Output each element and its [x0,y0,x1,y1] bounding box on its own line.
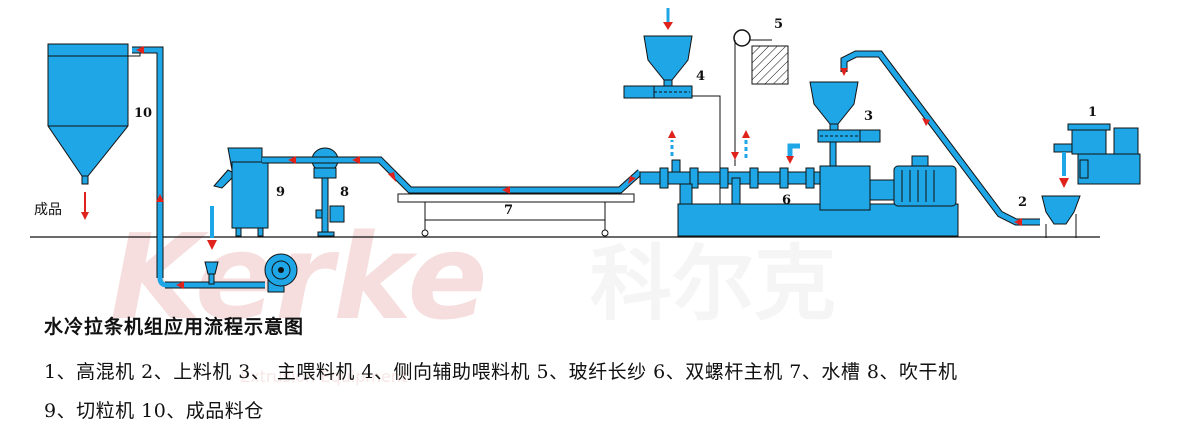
strand-line [262,156,643,194]
caption-title: 水冷拉条机组应用流程示意图 [44,316,305,338]
loader-arrow-2 [922,118,930,126]
label-8: 8 [340,185,349,200]
vent-arrow-1 [668,130,676,138]
strand-arrow-1 [288,156,296,164]
loader-arrow-1 [840,68,848,76]
label-7: 7 [504,203,513,218]
strand-arrow-5 [628,176,636,184]
loader-hopper [1041,195,1081,238]
label-2: 2 [1018,195,1027,210]
caption-legend-line-2: 9、切粒机 10、成品料仓 [44,400,264,422]
label-6: 6 [782,193,791,208]
label-9: 9 [276,185,285,200]
silo-pipe-arrow-3 [176,281,184,289]
label-4: 4 [696,69,705,84]
twin-screw-extruder [639,155,959,237]
label-1: 1 [1088,105,1097,120]
vent-arrow-2 [742,130,750,138]
watermark-cjk: 科尔克 [590,237,836,332]
pelletizer [213,147,269,237]
side-port-arrow [786,156,794,164]
pellet-hopper-small [204,261,219,285]
mixer-out-arrow [1059,178,1069,188]
glass-fibre-roving [733,29,789,166]
side-feeder [623,35,740,205]
caption-legend-line-1: 1、高混机 2、上料机 3、 主喂料机 4、侧向辅助喂料机 5、玻纤长纱 6、双… [44,361,958,383]
label-5: 5 [774,17,783,32]
silo-pipe-arrow-1 [136,46,144,54]
label-10: 10 [134,106,152,121]
fibre-arrow [731,152,739,160]
silo-pipe-arrow-2 [156,194,164,202]
strand-arrow-4 [502,186,510,194]
side-port-pipe [787,143,800,160]
water-trough [397,193,635,237]
watermark-sub: Extrusion Equipment [240,367,407,386]
cutter-drop-arrow [207,240,217,250]
loader-arrow-3 [1014,218,1022,226]
high-speed-mixer [1053,123,1141,185]
main-feeder [809,81,881,167]
strand-arrow-2 [352,156,360,164]
label-3: 3 [864,109,873,124]
side-feeder-in-arrow [663,22,673,30]
strand-arrow-3 [388,172,396,182]
product-silo [47,43,158,185]
label-product: 成品 [34,202,62,218]
blower-fan [264,253,298,293]
